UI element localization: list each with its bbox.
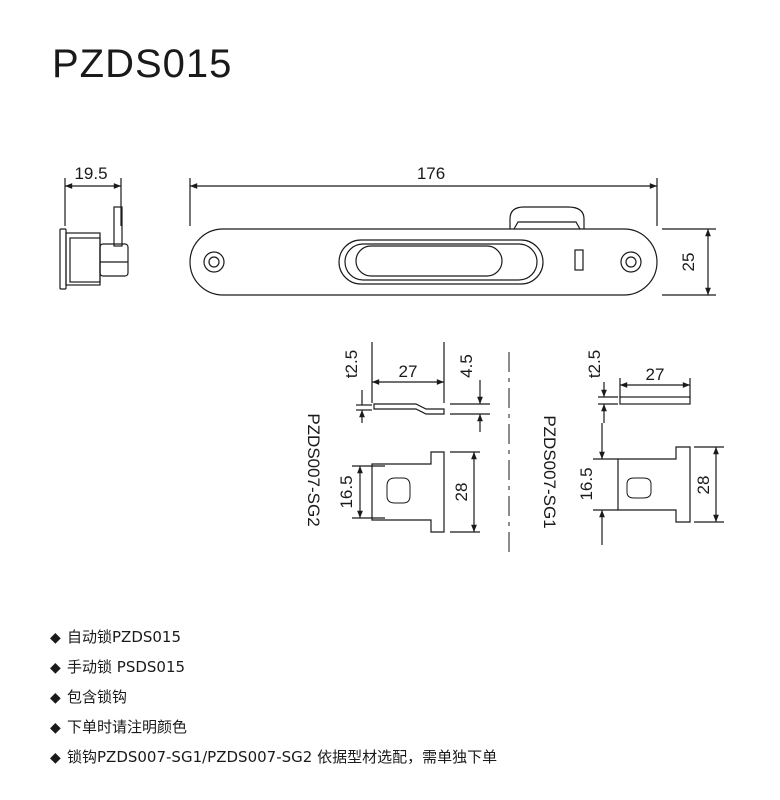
length-dimension: 176 bbox=[417, 164, 445, 183]
sg2-hole-dimension: 16.5 bbox=[337, 475, 356, 508]
diamond-bullet-icon: ◆ bbox=[50, 660, 61, 676]
note-text: 手动锁 PSDS015 bbox=[67, 658, 186, 676]
front-view bbox=[189, 178, 716, 296]
note-text: 包含锁钩 bbox=[67, 688, 128, 706]
note-text: 下单时请注明颜色 bbox=[67, 718, 188, 736]
note-text: 锁钩PZDS007-SG1/PZDS007-SG2 依据型材选配，需单独下单 bbox=[67, 748, 498, 766]
sg1-part-label: PZDS007-SG1 bbox=[540, 415, 559, 528]
sg2-hook bbox=[352, 342, 490, 533]
sg1-height-dimension: 28 bbox=[694, 476, 713, 495]
sg2-length-dimension: 27 bbox=[399, 362, 418, 381]
sg2-offset-dimension: 4.5 bbox=[457, 354, 476, 378]
list-item: ◆ 自动锁PZDS015 bbox=[50, 626, 497, 656]
sg1-length-dimension: 27 bbox=[646, 365, 665, 384]
sg1-thickness-dimension: t2.5 bbox=[585, 350, 604, 378]
note-text: 自动锁PZDS015 bbox=[67, 628, 182, 646]
side-view bbox=[59, 178, 129, 290]
diamond-bullet-icon: ◆ bbox=[50, 720, 61, 736]
list-item: ◆ 下单时请注明颜色 bbox=[50, 716, 497, 746]
notes-list: ◆ 自动锁PZDS015 ◆ 手动锁 PSDS015 ◆ 包含锁钩 ◆ 下单时请注明颜色… bbox=[50, 626, 497, 776]
list-item: ◆ 锁钩PZDS007-SG1/PZDS007-SG2 依据型材选配，需单独下单 bbox=[50, 746, 497, 776]
sg2-part-label: PZDS007-SG2 bbox=[304, 413, 323, 526]
sg2-height-dimension: 28 bbox=[452, 483, 471, 502]
list-item: ◆ 手动锁 PSDS015 bbox=[50, 656, 497, 686]
height-dimension: 25 bbox=[679, 253, 698, 272]
list-item: ◆ 包含锁钩 bbox=[50, 686, 497, 716]
sg2-thickness-dimension: t2.5 bbox=[342, 350, 361, 378]
diamond-bullet-icon: ◆ bbox=[50, 690, 61, 706]
diamond-bullet-icon: ◆ bbox=[50, 630, 61, 646]
diamond-bullet-icon: ◆ bbox=[50, 750, 61, 766]
page-title: PZDS015 bbox=[52, 42, 233, 86]
technical-drawing: 19.5 176 25 t2.5 27 4.5 16.5 28 t2.5 27 … bbox=[59, 164, 724, 558]
side-width-dimension: 19.5 bbox=[74, 164, 107, 183]
sg1-hook bbox=[593, 378, 724, 545]
sg1-hole-dimension: 16.5 bbox=[577, 467, 596, 500]
